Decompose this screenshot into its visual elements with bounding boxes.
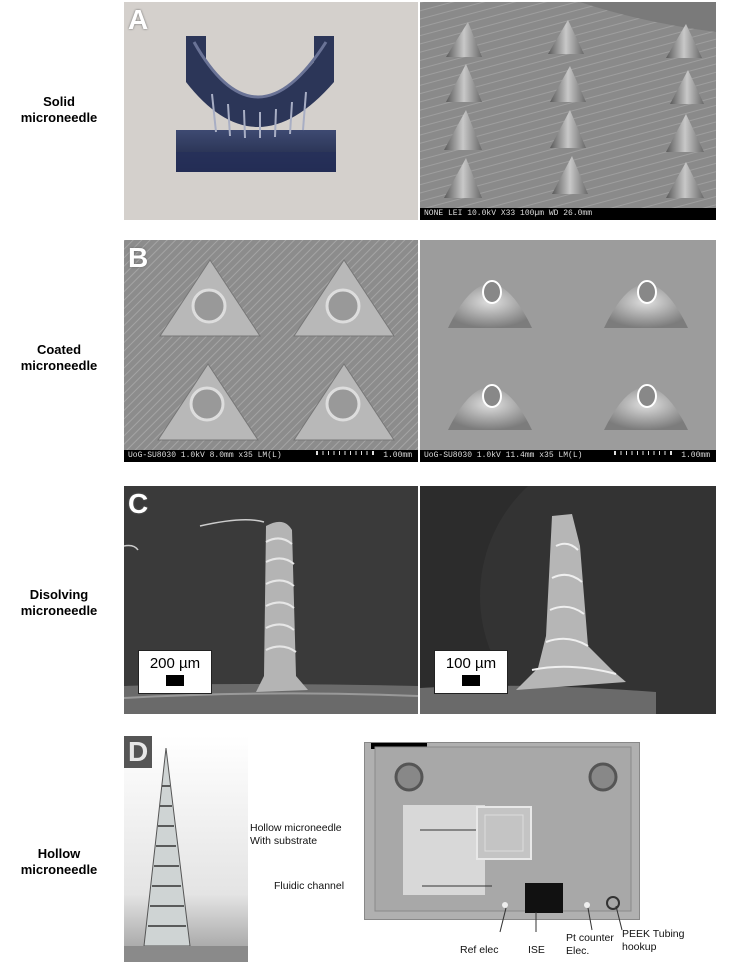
annotation-fluidic-channel: Fluidic channel bbox=[274, 880, 345, 892]
scale-ticks bbox=[614, 451, 672, 455]
panel-b-right-sem: UoG-SU8030 1.0kV 11.4mm x35 LM(L) 1.00mm bbox=[420, 240, 716, 462]
annotation-peek-tubing: PEEK Tubing hookup bbox=[622, 928, 684, 954]
annotation-text: Elec. bbox=[566, 945, 590, 957]
scale-bar-box: 200 µm bbox=[138, 650, 212, 694]
panel-letter-c: C bbox=[128, 488, 149, 519]
row-label-hollow: Hollow microneedle bbox=[0, 846, 118, 878]
row-label-line1: Solid bbox=[43, 94, 75, 109]
panel-b-left-scale: 1.00mm bbox=[383, 451, 412, 460]
scale-bar bbox=[166, 675, 184, 686]
row-label-coated: Coated microneedle bbox=[0, 342, 118, 374]
panel-c-right-sem: 100 µm bbox=[420, 486, 716, 714]
panel-a-sem-info: NONE LEI 10.0kV X33 100µm WD 26.0mm bbox=[424, 209, 593, 218]
annotation-text: Pt counter bbox=[566, 932, 614, 944]
dissolving-needle-sem-illustration bbox=[124, 486, 418, 714]
solid-microneedle-device-illustration bbox=[176, 36, 336, 172]
row-label-line1: Hollow bbox=[37, 846, 81, 861]
dissolving-needle-closeup-illustration bbox=[420, 486, 716, 714]
hollow-needle-illustration bbox=[124, 736, 248, 962]
scale-bar-label: 200 µm bbox=[149, 655, 201, 672]
row-label-line2: microneedle bbox=[20, 862, 98, 877]
row-label-dissolving: Disolving microneedle bbox=[0, 587, 118, 619]
panel-b-left-info: UoG-SU8030 1.0kV 8.0mm x35 LM(L) bbox=[128, 451, 282, 460]
hollow-microneedle-device-illustration bbox=[365, 743, 639, 919]
panel-c-left-sem: C 200 µm bbox=[124, 486, 418, 714]
row-label-line1: Coated bbox=[36, 342, 82, 357]
annotation-hollow-microneedle: Hollow microneedle With substrate bbox=[250, 822, 342, 848]
annotation-pt-counter: Pt counter Elec. bbox=[566, 932, 614, 958]
coated-pyramid-sem-illustration bbox=[124, 240, 418, 450]
annotation-ise: ISE bbox=[528, 944, 545, 956]
panel-letter-a: A bbox=[128, 4, 149, 35]
row-label-solid: Solid microneedle bbox=[0, 94, 118, 126]
scale-ticks bbox=[316, 451, 374, 455]
scale-bar-label: 100 µm bbox=[445, 655, 497, 672]
annotation-text: hookup bbox=[622, 941, 657, 953]
panel-b-right-info: UoG-SU8030 1.0kV 11.4mm x35 LM(L) bbox=[424, 451, 583, 460]
panel-b-right-info-bar: UoG-SU8030 1.0kV 11.4mm x35 LM(L) 1.00mm bbox=[420, 450, 716, 462]
annotation-text: Hollow microneedle bbox=[250, 822, 342, 834]
panel-a-sem-info-bar: NONE LEI 10.0kV X33 100µm WD 26.0mm bbox=[420, 208, 716, 220]
panel-a-photo: A bbox=[124, 2, 418, 220]
row-label-line2: microneedle bbox=[20, 603, 98, 618]
panel-a-sem: NONE LEI 10.0kV X33 100µm WD 26.0mm bbox=[420, 2, 716, 220]
panel-b-left-info-bar: UoG-SU8030 1.0kV 8.0mm x35 LM(L) 1.00mm bbox=[124, 450, 418, 462]
panel-letter-d: D bbox=[124, 736, 153, 768]
row-label-line2: microneedle bbox=[20, 110, 98, 125]
panel-letter-b: B bbox=[128, 242, 149, 273]
annotation-text: With substrate bbox=[250, 835, 318, 847]
panel-b-right-scale: 1.00mm bbox=[681, 451, 710, 460]
coated-cone-sem-illustration bbox=[420, 240, 716, 450]
scale-bar bbox=[462, 675, 480, 686]
solid-microneedle-sem-illustration bbox=[420, 2, 716, 208]
panel-d-device bbox=[364, 742, 640, 920]
panel-b-left-sem: B UoG-SU8030 1.0kV 8.0mm x35 LM(L) 1.00m… bbox=[124, 240, 418, 462]
annotation-text: PEEK Tubing bbox=[622, 928, 685, 940]
annotation-ref-elec: Ref elec bbox=[460, 944, 499, 956]
row-label-line1: Disolving bbox=[29, 587, 89, 602]
panel-d-photo: D bbox=[124, 736, 248, 962]
scale-bar-box: 100 µm bbox=[434, 650, 508, 694]
row-label-line2: microneedle bbox=[20, 358, 98, 373]
